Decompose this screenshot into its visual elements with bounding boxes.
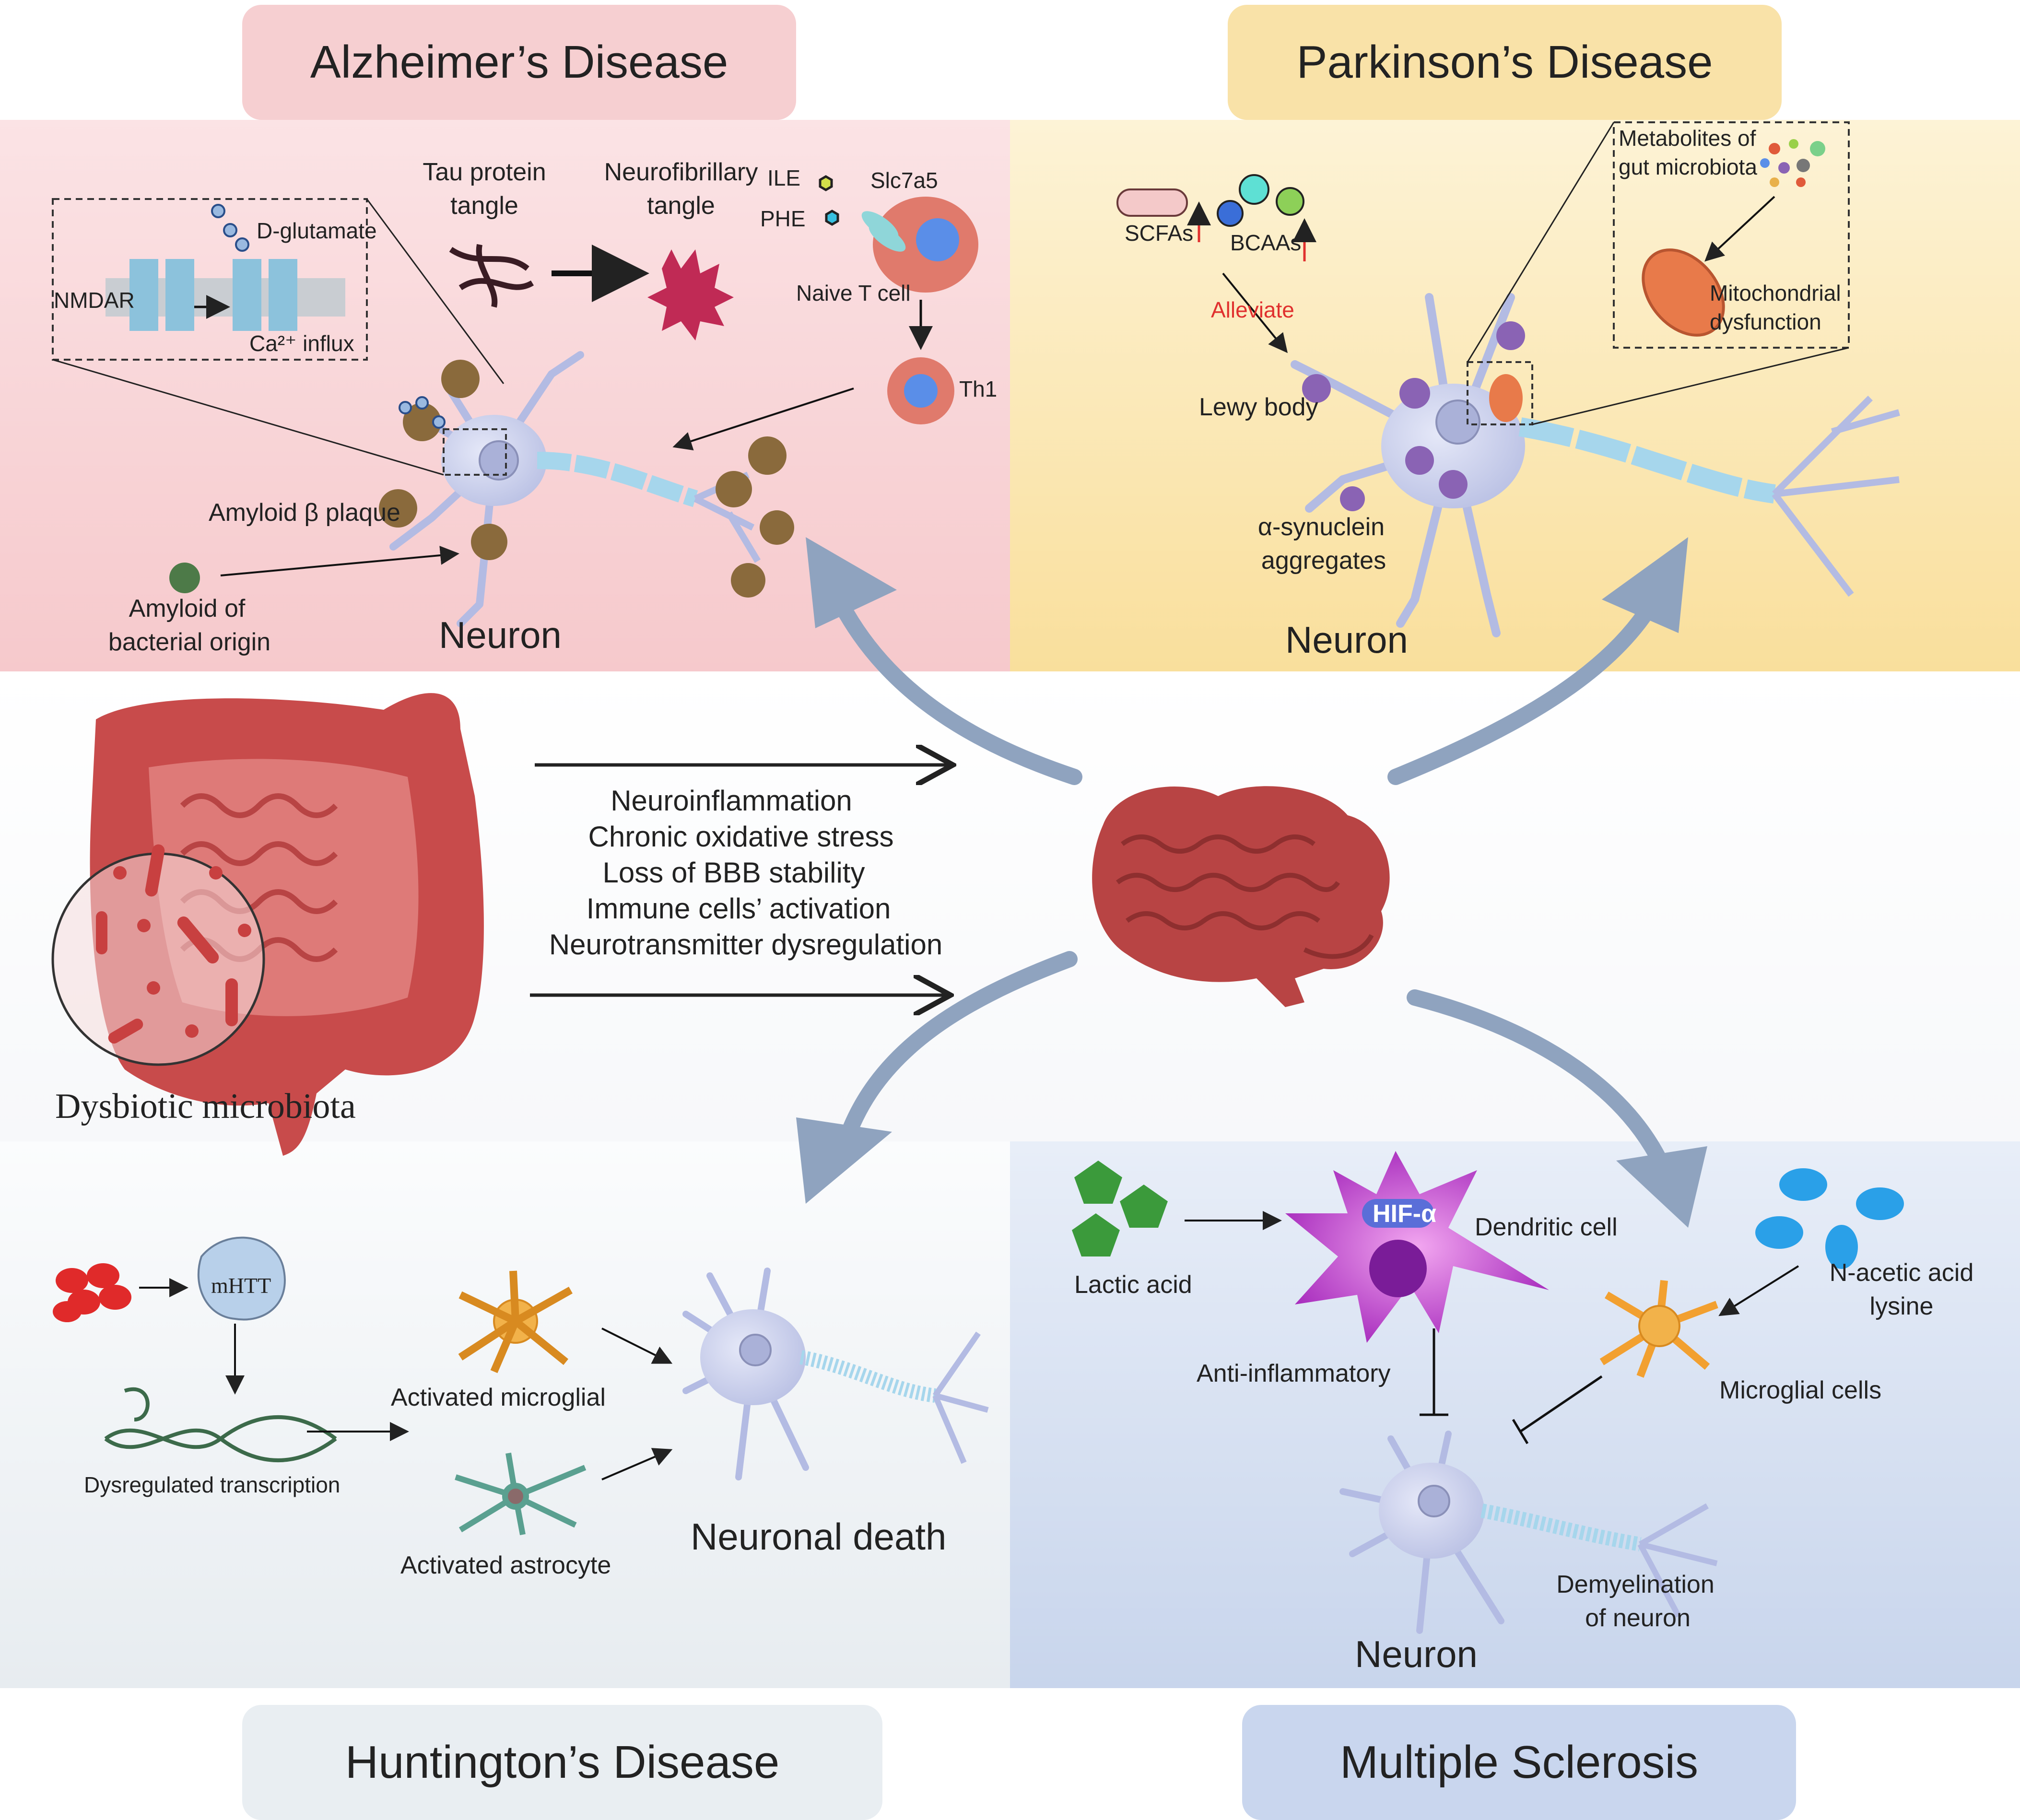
- metabolite-dots: [1760, 139, 1825, 187]
- label-bacterial-amyloid-2: bacterial origin: [108, 628, 271, 656]
- title-huntingtons: Huntington’s Disease: [242, 1705, 882, 1820]
- label-ms-neuron: Neuron: [1355, 1633, 1478, 1675]
- label-activated-microglial: Activated microglial: [391, 1384, 606, 1411]
- zoom-lines-pd: [1467, 122, 1849, 425]
- label-anti-inflammatory: Anti-inflammatory: [1197, 1360, 1391, 1387]
- label-dysbiotic-microbiota: Dysbiotic microbiota: [55, 1087, 356, 1126]
- title-ms: Multiple Sclerosis: [1242, 1705, 1796, 1820]
- phe-hexagon: [825, 210, 839, 226]
- label-mito-2: dysfunction: [1710, 309, 1821, 334]
- label-demyelination-2: of neuron: [1585, 1604, 1691, 1632]
- label-neuronal-death: Neuronal death: [691, 1515, 947, 1558]
- hd-neuron: [682, 1268, 989, 1480]
- microglia-to-neuron-arrow: [601, 1327, 673, 1364]
- mitochondrion: [1642, 248, 1725, 337]
- label-activated-astrocyte: Activated astrocyte: [400, 1551, 611, 1579]
- label-bcaas: BCAAs: [1230, 230, 1302, 255]
- label-dendritic-cell: Dendritic cell: [1475, 1213, 1618, 1241]
- brain-illustration: [1092, 786, 1390, 1007]
- ms-neuron: [1339, 1431, 1718, 1634]
- label-lewy-body: Lewy body: [1199, 393, 1318, 421]
- label-ile: ILE: [767, 165, 801, 190]
- zoom-lines-ad: [52, 199, 505, 476]
- label-synuclein-1: α-synuclein: [1257, 513, 1385, 541]
- intestine-illustration: [51, 693, 484, 1156]
- label-slc7a5: Slc7a5: [870, 168, 938, 193]
- mechanism-5: Neurotransmitter dysregulation: [549, 928, 943, 961]
- label-dysregulated-transcription: Dysregulated transcription: [84, 1472, 341, 1497]
- bacterial-amyloid-arrow: [220, 546, 459, 576]
- title-alzheimers: Alzheimer’s Disease: [242, 5, 796, 120]
- label-th1: Th1: [959, 376, 998, 401]
- bcaa-molecules: [1217, 174, 1304, 227]
- nmdar-inset-box: [52, 198, 368, 361]
- label-n-acetic-acid: N-acetic acid: [1829, 1259, 1974, 1287]
- metabolite-to-mito-arrow: [1704, 196, 1775, 262]
- astrocyte-to-neuron-arrow: [601, 1448, 673, 1480]
- label-mhtt: mHTT: [211, 1273, 271, 1298]
- hd-microglia: [458, 1270, 573, 1374]
- nmdar-channels: [129, 259, 297, 331]
- label-d-glutamate: D-glutamate: [257, 218, 377, 243]
- label-lactic-acid: Lactic acid: [1074, 1271, 1192, 1299]
- label-hif: HIF-α: [1373, 1200, 1437, 1228]
- label-phe: PHE: [760, 206, 806, 231]
- label-nft-1: Neurofibrillary: [604, 158, 758, 186]
- ile-hexagon: [819, 175, 833, 191]
- lysine-to-microglia-arrow: [1718, 1265, 1799, 1316]
- label-nft-2: tangle: [647, 192, 715, 220]
- label-nmdar: NMDAR: [54, 288, 135, 313]
- title-parkinsons: Parkinson’s Disease: [1228, 5, 1782, 120]
- mechanism-2: Chronic oxidative stress: [588, 821, 894, 853]
- mechanism-1: Neuroinflammation: [611, 785, 852, 817]
- d-glutamate-molecules: [211, 204, 446, 429]
- label-pd-neuron: Neuron: [1285, 619, 1408, 661]
- label-alleviate: Alleviate: [1211, 297, 1294, 322]
- ms-microglia: [1599, 1280, 1718, 1378]
- ad-neuron: [169, 351, 794, 627]
- label-amyloid-plaque: Amyloid β plaque: [209, 499, 400, 527]
- pd-neuron: [1291, 293, 1900, 637]
- label-ad-neuron: Neuron: [439, 614, 562, 656]
- zoom-box-ad: [443, 428, 507, 476]
- scfa-pill: [1116, 188, 1188, 217]
- label-tau-1: Tau protein: [423, 158, 546, 186]
- dc-inhibit: [1420, 1328, 1448, 1416]
- label-ca-influx: Ca²⁺ influx: [249, 331, 354, 356]
- label-lysine: lysine: [1869, 1292, 1934, 1320]
- label-naive-t-cell: Naive T cell: [796, 281, 911, 305]
- mechanism-4: Immune cells’ activation: [586, 892, 891, 925]
- label-synuclein-2: aggregates: [1261, 547, 1386, 575]
- naive-t-cell: [861, 197, 978, 293]
- th1-to-neuron-arrow: [672, 387, 854, 451]
- hd-astrocyte: [455, 1453, 587, 1536]
- th1-cell: [887, 357, 954, 424]
- mechanism-3: Loss of BBB stability: [602, 857, 865, 889]
- label-mito-1: Mitochondrial: [1710, 281, 1841, 305]
- dendritic-cell: [1285, 1151, 1549, 1343]
- huntingtons-panel: [0, 1141, 1010, 1688]
- tau-tangle: [449, 244, 534, 308]
- label-metabolites-1: Metabolites of: [1619, 126, 1756, 151]
- dna-strand: [104, 1387, 337, 1462]
- lactic-acid-pentagons: [1072, 1161, 1168, 1256]
- neurofibrillary-tangle: [647, 249, 734, 341]
- label-bacterial-amyloid-1: Amyloid of: [129, 595, 246, 622]
- metabolites-inset-box: [1613, 121, 1850, 349]
- label-demyelination-1: Demyelination: [1556, 1571, 1715, 1598]
- n-acetyl-lysine-capsules: [1755, 1168, 1904, 1269]
- blue-arrowheads: [796, 537, 1707, 1228]
- label-metabolites-2: gut microbiota: [1619, 154, 1757, 179]
- label-tau-2: tangle: [450, 192, 518, 220]
- blue-arrows: [822, 572, 1672, 1178]
- label-microglial-cells: Microglial cells: [1719, 1376, 1882, 1404]
- hd-red-cells: [53, 1263, 131, 1322]
- alleviate-arrow: [1222, 272, 1288, 353]
- zoom-box-pd: [1467, 361, 1533, 425]
- label-scfas: SCFAs: [1125, 221, 1194, 246]
- microglia-inhibit: [1512, 1375, 1603, 1444]
- mhtt-shape: [197, 1236, 286, 1321]
